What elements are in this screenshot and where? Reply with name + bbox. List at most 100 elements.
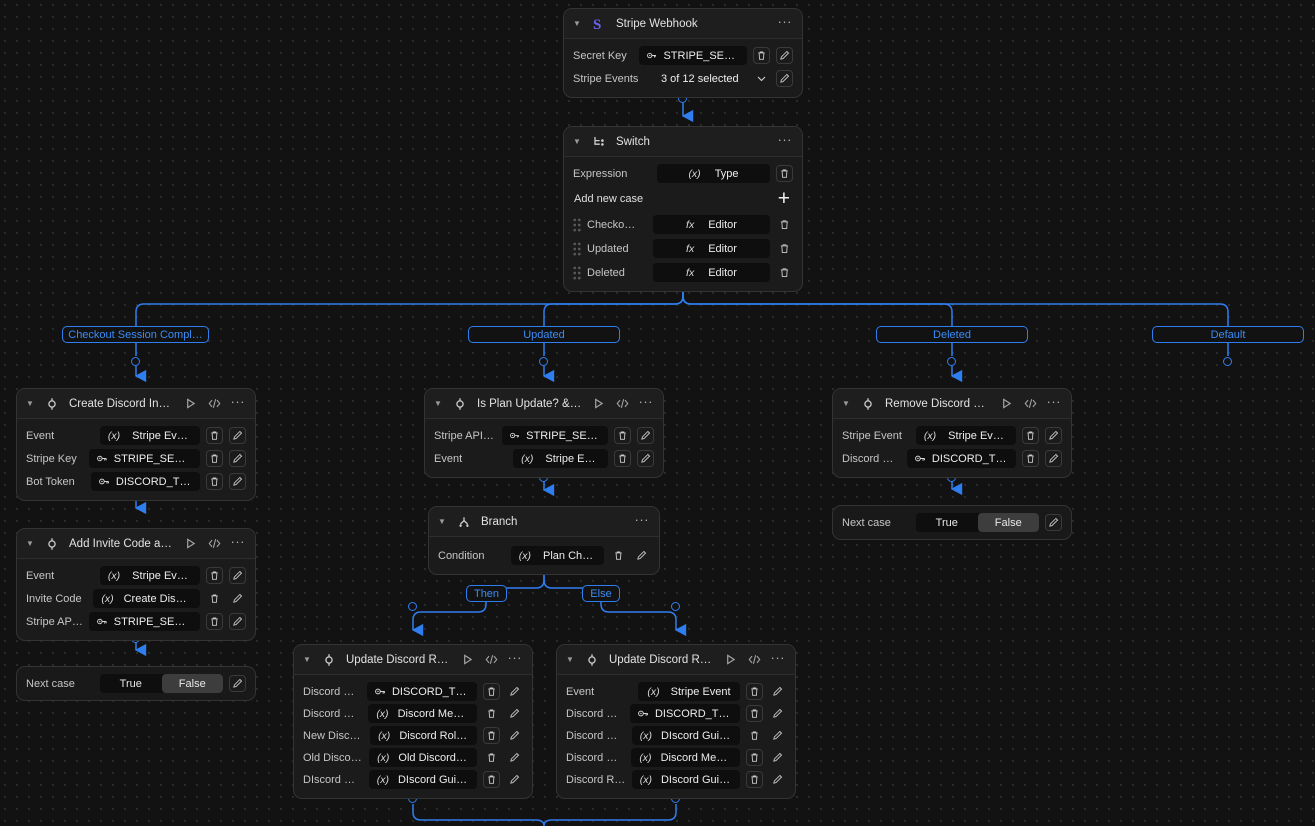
case-editor-button[interactable]: fx Editor [653,239,770,258]
add-case-plus-icon[interactable]: + [777,187,790,210]
code-icon[interactable] [615,396,630,411]
run-icon[interactable] [460,652,475,667]
collapse-caret-icon[interactable]: ▼ [566,654,574,664]
case-row[interactable]: Updated fx Editor [573,239,793,258]
edit-button[interactable] [776,47,793,64]
event-input[interactable]: (x) Stripe Event [638,682,740,701]
node-header[interactable]: ▼ Branch ··· [429,507,659,537]
edit-button[interactable] [229,450,246,467]
run-icon[interactable] [999,396,1014,411]
delete-button[interactable] [614,450,631,467]
node-create-discord-invite[interactable]: ▼ Create Discord Invite ··· Event (x) St… [16,388,256,501]
delete-button[interactable] [746,749,763,766]
drag-handle-icon[interactable] [573,265,581,281]
case-editor-button[interactable]: fx Editor [653,215,770,234]
run-icon[interactable] [591,396,606,411]
field-row-event[interactable]: Event (x) Stripe Event [26,566,246,585]
field-row-stripe-events[interactable]: Stripe Events 3 of 12 selected [573,69,793,88]
edit-button[interactable] [229,427,246,444]
field-row-discord-bot-token[interactable]: Discord Bot … DISCORD_TEX… [566,704,786,723]
branch-label-then[interactable]: Then [466,585,507,602]
next-case-option-true[interactable]: True [935,516,958,529]
node-update-discord-role-else[interactable]: ▼ Update Discord Rol… ··· Event (x) Stri… [556,644,796,799]
field-row-event[interactable]: Event (x) Stripe Event [26,426,246,445]
delete-button[interactable] [206,450,223,467]
discord-bot-token-input[interactable]: DISCORD_TEX… [906,449,1016,468]
chevron-down-button[interactable] [753,70,770,87]
edit-button[interactable] [633,547,650,564]
code-icon[interactable] [207,396,222,411]
collapse-caret-icon[interactable]: ▼ [303,654,311,664]
node-header[interactable]: ▼ Update Discord Rol… ··· [294,645,532,675]
discord-member-input[interactable]: (x) Discord Memb… [631,748,740,767]
port-branch-then[interactable] [408,602,417,611]
drag-handle-icon[interactable] [573,217,581,233]
case-editor-button[interactable]: fx Editor [653,263,770,282]
field-row-event[interactable]: Event (x) Stripe Event [566,682,786,701]
edit-button[interactable] [769,771,786,788]
node-menu-icon[interactable]: ··· [770,649,785,665]
node-menu-icon[interactable]: ··· [777,13,792,29]
stripe-event-input[interactable]: (x) Stripe Event [915,426,1016,445]
node-menu-icon[interactable]: ··· [230,533,245,549]
field-row-discord-guild-id[interactable]: DIscord Guil… (x) DIscord Guild ID [303,770,523,789]
delete-button[interactable] [776,240,793,257]
condition-input[interactable]: (x) Plan Change [510,546,604,565]
node-menu-icon[interactable]: ··· [634,511,649,527]
node-header[interactable]: ▼ Update Discord Rol… ··· [557,645,795,675]
edit-button[interactable] [769,683,786,700]
next-case-right[interactable]: Next case True False [832,505,1072,540]
collapse-caret-icon[interactable]: ▼ [26,538,34,548]
stripe-events-select[interactable]: 3 of 12 selected [653,69,747,88]
node-menu-icon[interactable]: ··· [1046,393,1061,409]
run-icon[interactable] [183,396,198,411]
stripe-key-input[interactable]: STRIPE_SECRE… [88,449,200,468]
edit-button[interactable] [769,705,786,722]
collapse-caret-icon[interactable]: ▼ [842,398,850,408]
field-row-discord-member[interactable]: Discord Mem… (x) Discord Memb… [303,704,523,723]
field-row-discord-member[interactable]: Discord Mem… (x) Discord Memb… [566,748,786,767]
discord-guild-id-input[interactable]: (x) DIscord Guild ID [368,770,477,789]
event-input[interactable]: (x) Stripe Event [99,426,200,445]
collapse-caret-icon[interactable]: ▼ [573,18,581,28]
port-branch-deleted[interactable] [947,357,956,366]
edit-button[interactable] [1045,427,1062,444]
new-discord-role-input[interactable]: (x) Discord Role ID [370,726,477,745]
next-case-option-false[interactable]: False [161,674,223,693]
node-header[interactable]: ▼ Add Invite Code as … ··· [17,529,255,559]
node-header[interactable]: ▼ Is Plan Update? & D… ··· [425,389,663,419]
delete-button[interactable] [483,749,500,766]
edit-button[interactable] [637,450,654,467]
edit-button[interactable] [637,427,654,444]
edit-button[interactable] [506,705,523,722]
delete-button[interactable] [483,705,500,722]
delete-button[interactable] [776,264,793,281]
node-update-discord-role-then[interactable]: ▼ Update Discord Rol… ··· Discord Bot … … [293,644,533,799]
node-is-plan-update[interactable]: ▼ Is Plan Update? & D… ··· Stripe API Ke… [424,388,664,478]
node-menu-icon[interactable]: ··· [638,393,653,409]
discord-guild-id-input[interactable]: (x) DIscord Guild ID [631,726,740,745]
old-discord-role-input[interactable]: (x) Old Discord R… [369,748,477,767]
node-menu-icon[interactable]: ··· [777,131,792,147]
edit-button[interactable] [1045,514,1062,531]
collapse-caret-icon[interactable]: ▼ [573,136,581,146]
stripe-api-key-input[interactable]: STRIPE_SECRE… [88,612,200,631]
delete-button[interactable] [746,683,763,700]
edit-button[interactable] [229,590,246,607]
next-case-toggle[interactable]: True False [916,513,1039,532]
delete-button[interactable] [746,771,763,788]
node-stripe-webhook[interactable]: ▼ S Stripe Webhook ··· Secret Key STRIPE… [563,8,803,98]
discord-bot-token-input[interactable]: DISCORD_TEX… [366,682,477,701]
code-icon[interactable] [207,536,222,551]
delete-button[interactable] [1022,450,1039,467]
run-icon[interactable] [723,652,738,667]
field-row-discord-guild-id[interactable]: Discord Guil… (x) DIscord Guild ID [566,726,786,745]
node-add-invite-code[interactable]: ▼ Add Invite Code as … ··· Event (x) Str… [16,528,256,641]
field-row-stripe-api-key[interactable]: Stripe API Key STRIPE_SECRE… [434,426,654,445]
node-menu-icon[interactable]: ··· [507,649,522,665]
stripe-api-key-input[interactable]: STRIPE_SECRE… [501,426,608,445]
node-header[interactable]: ▼ Remove Discord Role ··· [833,389,1071,419]
field-row-invite-code[interactable]: Invite Code (x) Create Discor… [26,589,246,608]
edit-button[interactable] [776,70,793,87]
